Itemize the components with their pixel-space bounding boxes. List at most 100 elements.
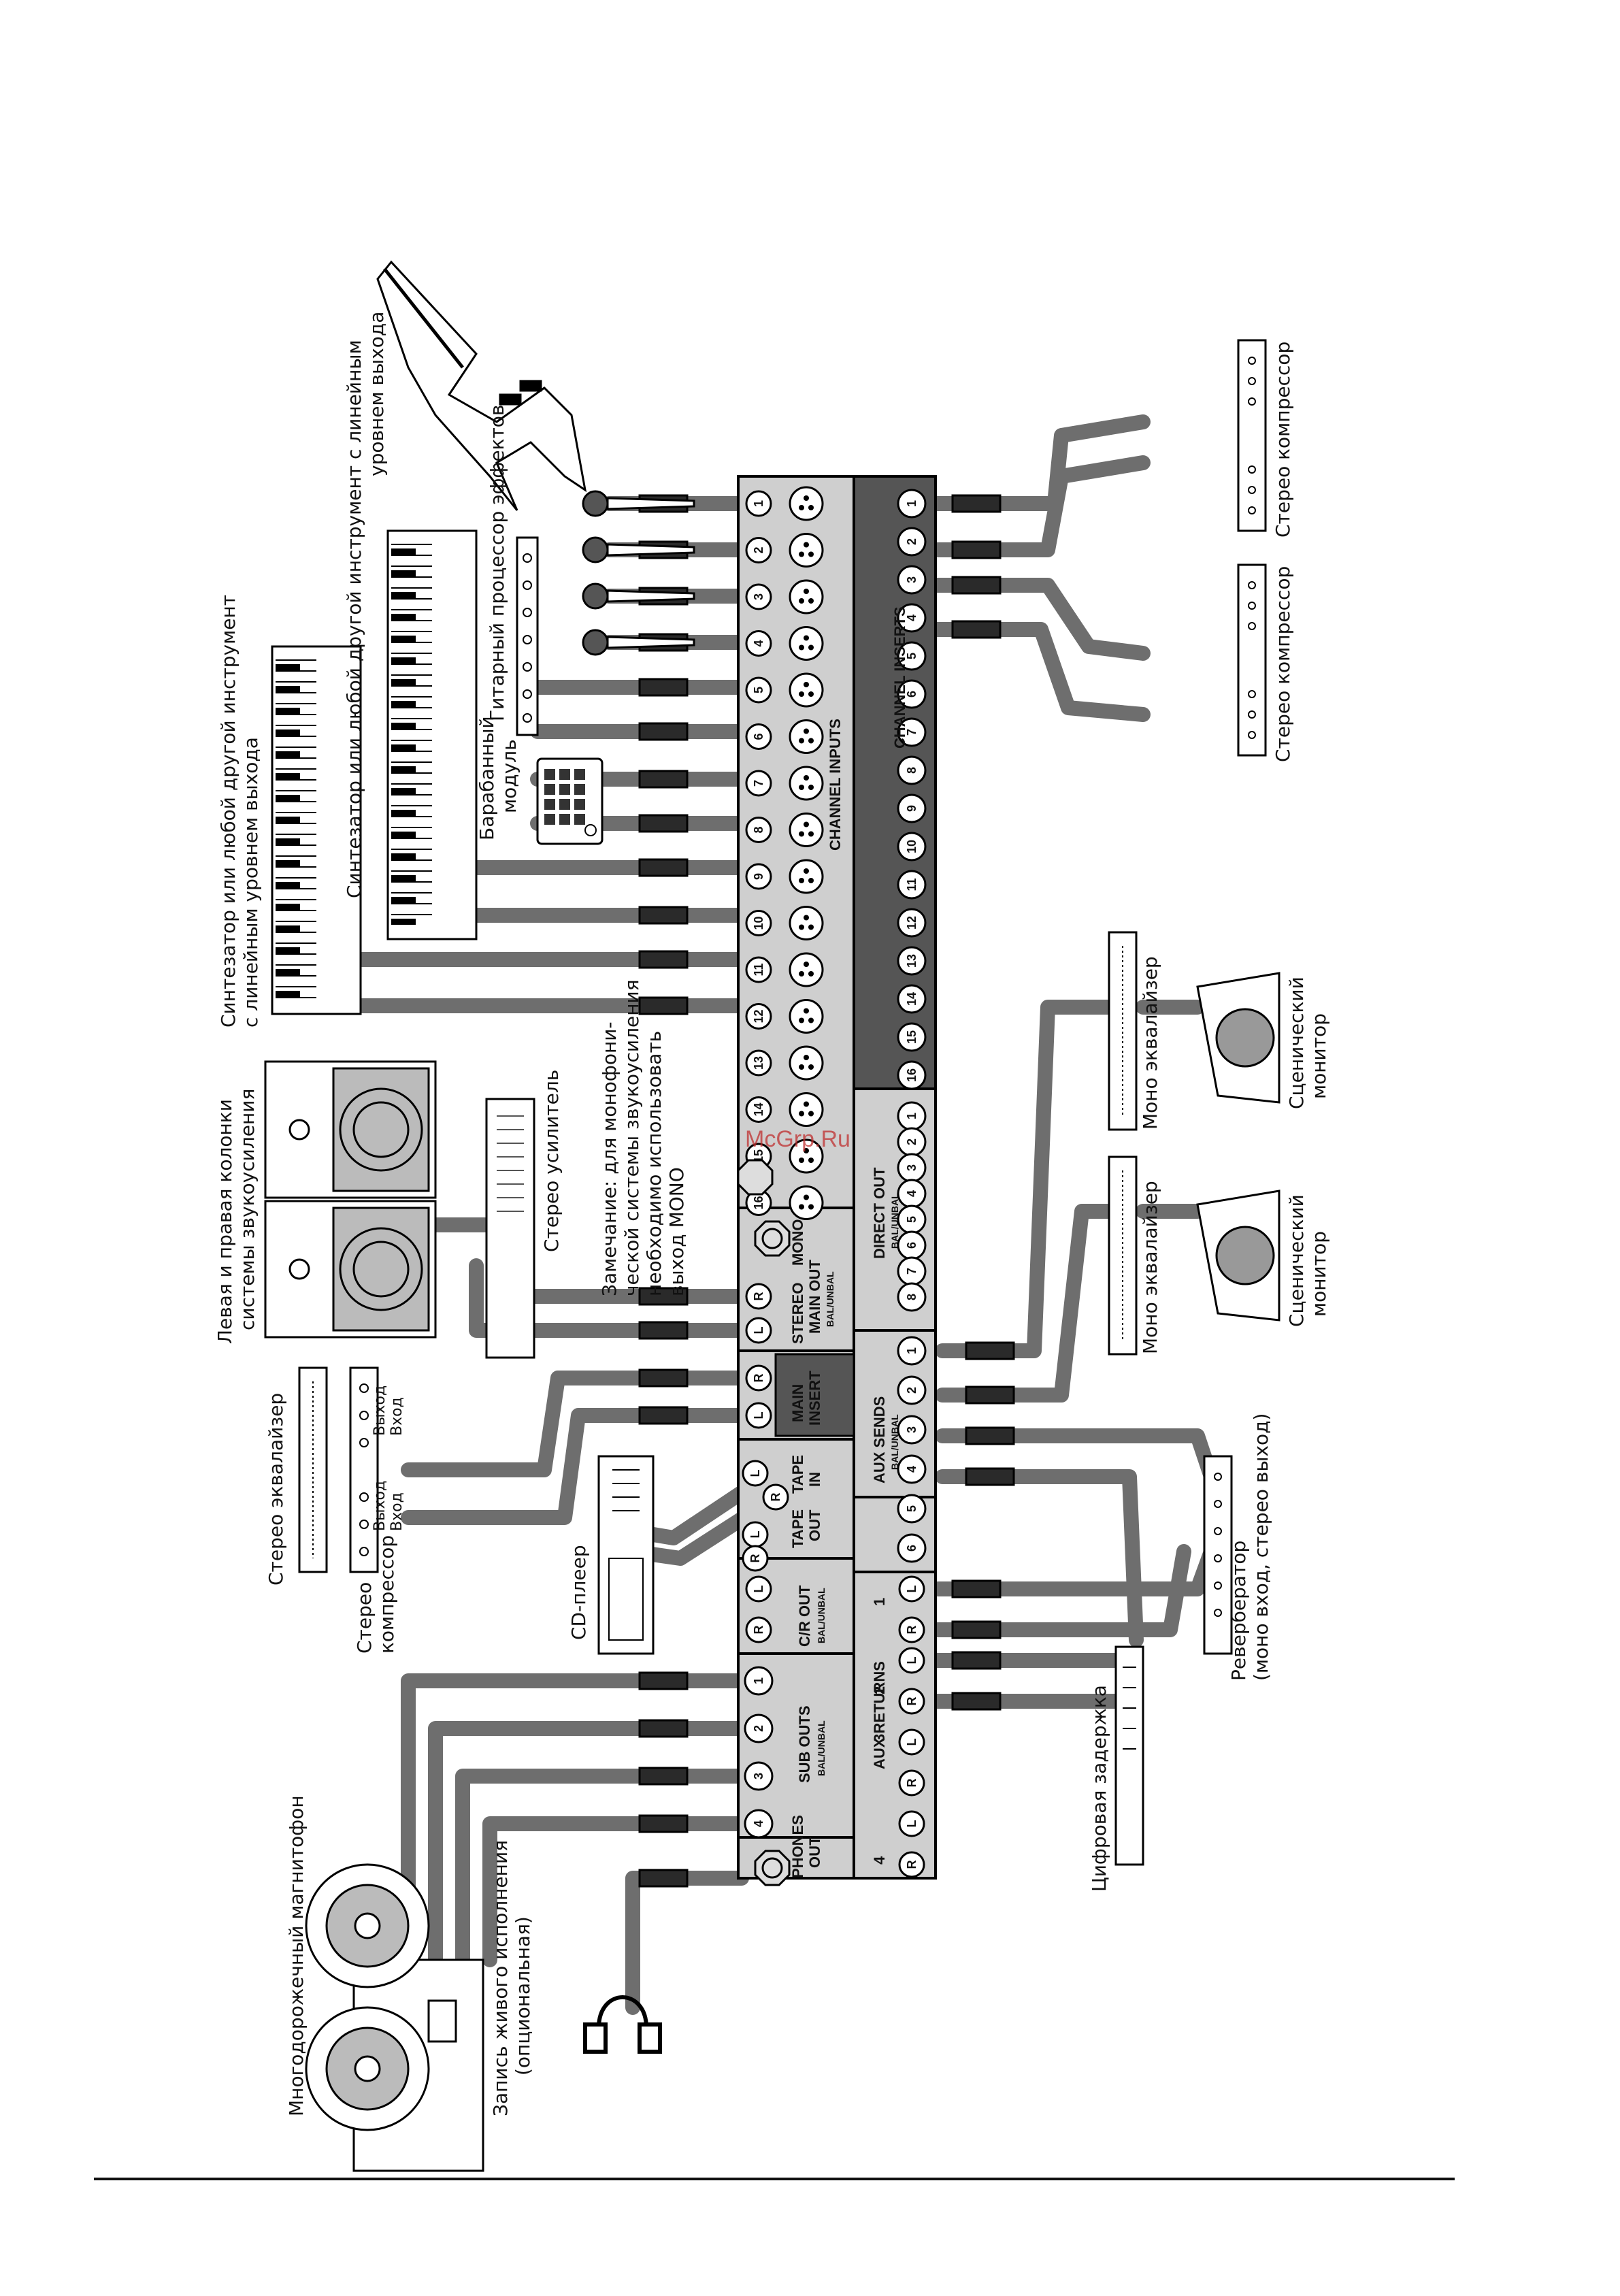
tape-in-l: L bbox=[742, 1460, 769, 1487]
channel-number-14: 14 bbox=[745, 1096, 772, 1123]
aux-send-1-text: 1 bbox=[905, 1347, 919, 1354]
insert-jack-12: 12 bbox=[897, 908, 927, 938]
insert-compressor-top bbox=[1237, 339, 1267, 532]
channel-number-text: 16 bbox=[752, 1196, 765, 1209]
aux-send-4: 4 bbox=[897, 1454, 927, 1484]
channel-input-5 bbox=[789, 672, 824, 708]
aux-return-4-r: R bbox=[898, 1851, 925, 1878]
channel-number-text: 6 bbox=[752, 733, 765, 740]
return-num-3: 3 bbox=[871, 1734, 888, 1742]
aux-return-3-l-text: L bbox=[905, 1739, 919, 1746]
sub-outs-sub-label: BAL/UNBAL bbox=[816, 1720, 827, 1776]
main-out-r-text: R bbox=[752, 1292, 765, 1301]
main-out-l-text: L bbox=[752, 1327, 765, 1334]
panel-labels: CHANNEL INPUTS CHANNEL INSERTS DIRECT OU… bbox=[789, 606, 908, 1878]
cr-out-label: C/R OUT bbox=[796, 1585, 813, 1647]
insert-jack-8: 8 bbox=[897, 755, 927, 785]
tape-out-label-2: OUT bbox=[806, 1509, 823, 1541]
mixer-panel bbox=[737, 475, 937, 1880]
aux-return-1-l-text: L bbox=[905, 1586, 919, 1593]
aux-return-4-l-text: L bbox=[905, 1820, 919, 1828]
insert-jack-5: 5 bbox=[897, 641, 927, 671]
aux-return-1-l: L bbox=[898, 1575, 925, 1603]
reverb-label-2: (моно вход, стерео выход) bbox=[1250, 1413, 1272, 1681]
aux-send-3-text: 3 bbox=[905, 1426, 919, 1433]
main-insert-r-text: R bbox=[752, 1374, 765, 1383]
sub-outs-label: SUB OUTS bbox=[796, 1705, 813, 1783]
aux-return-3-r: R bbox=[898, 1769, 925, 1797]
channel-number-1: 1 bbox=[745, 490, 772, 517]
mono-eq-label-2: Моно эквалайзер bbox=[1139, 1181, 1161, 1354]
cable-connectors bbox=[638, 494, 1015, 1888]
direct-out-label: DIRECT OUT bbox=[871, 1167, 888, 1259]
synthesizer-2-keyboard bbox=[386, 529, 478, 940]
channel-number-7: 7 bbox=[745, 770, 772, 797]
live-recording-label-2: (опциональная) bbox=[512, 1916, 534, 2076]
channel-input-3 bbox=[789, 579, 824, 614]
direct-out-1: 1 bbox=[897, 1101, 927, 1131]
phones-label-1: PHONES bbox=[789, 1815, 806, 1878]
left-right-speakers bbox=[264, 1060, 437, 1339]
compressor-label-top: Стерео компрессор bbox=[1272, 342, 1294, 538]
insert-jack-7: 7 bbox=[897, 717, 927, 747]
sub-out-2-text: 2 bbox=[752, 1725, 765, 1732]
aux-return-2-r-text: R bbox=[905, 1697, 919, 1706]
insert-jack-text: 11 bbox=[905, 878, 919, 891]
insert-compressor-bottom bbox=[1237, 563, 1267, 757]
stage-monitor-top bbox=[1196, 972, 1280, 1104]
main-insert-label-1: MAIN bbox=[789, 1384, 806, 1422]
channel-number-text: 14 bbox=[752, 1102, 765, 1116]
comp-in-label-1: Вход bbox=[389, 1397, 406, 1436]
microphone-icon-4 bbox=[582, 629, 695, 656]
channel-number-text: 8 bbox=[752, 826, 765, 833]
channel-number-text: 10 bbox=[752, 916, 765, 930]
channel-number-4: 4 bbox=[745, 630, 772, 657]
tape-out-label-1: TAPE bbox=[789, 1509, 806, 1548]
sub-out-1-text: 1 bbox=[752, 1677, 765, 1684]
tape-out-l: L bbox=[742, 1521, 769, 1548]
stage-monitor-label-2b: монитор bbox=[1308, 1231, 1330, 1317]
aux-send-1: 1 bbox=[897, 1336, 927, 1366]
channel-number-text: 4 bbox=[752, 640, 765, 646]
channel-number-16: 16 bbox=[745, 1190, 772, 1216]
note-line-2: ческой системы звукоусиления bbox=[621, 979, 643, 1296]
aux-send-3: 3 bbox=[897, 1415, 927, 1445]
aux-send-6-text: 6 bbox=[905, 1545, 919, 1552]
return-numbers: 1 2 3 4 bbox=[871, 1598, 888, 1865]
channel-number-text: 11 bbox=[752, 963, 765, 976]
insert-jack-text: 10 bbox=[905, 840, 919, 853]
return-num-4: 4 bbox=[871, 1856, 888, 1865]
channel-input-7 bbox=[789, 766, 824, 801]
digital-delay-label: Цифровая задержка bbox=[1088, 1685, 1110, 1892]
guitar-fx-processor bbox=[516, 536, 539, 736]
channel-number-6: 6 bbox=[745, 723, 772, 750]
direct-out-8-text: 8 bbox=[905, 1294, 919, 1300]
tape-in-r: R bbox=[762, 1483, 789, 1511]
direct-out-1-text: 1 bbox=[905, 1113, 919, 1119]
cd-player bbox=[597, 1455, 655, 1655]
channel-number-13: 13 bbox=[745, 1049, 772, 1077]
channel-number-text: 12 bbox=[752, 1009, 765, 1023]
sub-out-4-text: 4 bbox=[752, 1820, 765, 1827]
synth-1-label: Синтезатор или любой другой инструмент bbox=[217, 595, 239, 1028]
aux-return-1-r-text: R bbox=[905, 1626, 919, 1635]
channel-number-text: 7 bbox=[752, 780, 765, 787]
aux-send-2-text: 2 bbox=[905, 1387, 919, 1394]
microphone-icon-1 bbox=[582, 490, 695, 517]
channel-input-15 bbox=[789, 1138, 824, 1174]
main-out-sub-label: BAL/UNBAL bbox=[825, 1271, 836, 1327]
aux-return-4-l: L bbox=[898, 1810, 925, 1837]
direct-out-5: 5 bbox=[897, 1204, 927, 1234]
insert-jack-text: 14 bbox=[905, 992, 919, 1006]
channel-inputs-label: CHANNEL INPUTS bbox=[827, 719, 844, 851]
stereo-compressor-rack bbox=[349, 1366, 379, 1573]
channel-number-10: 10 bbox=[745, 910, 772, 936]
main-insert-r: R bbox=[745, 1364, 772, 1392]
sub-out-2: 2 bbox=[744, 1713, 774, 1743]
reverb-unit bbox=[1203, 1455, 1233, 1655]
aux-send-2: 2 bbox=[897, 1375, 927, 1405]
